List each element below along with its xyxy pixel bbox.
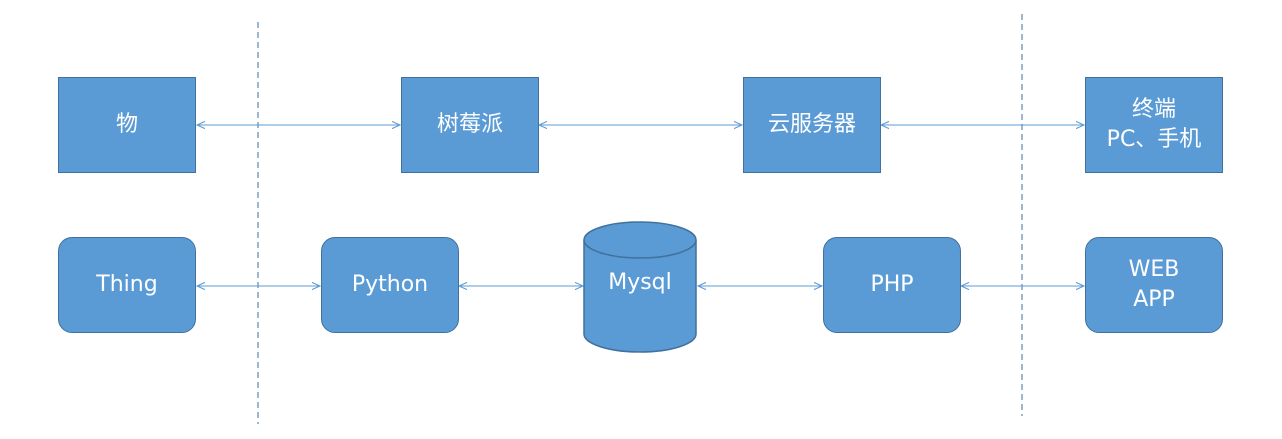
node-terminal[interactable]: 终端 PC、手机 [1085,77,1223,173]
node-php-label: PHP [870,272,914,297]
node-cloud-server[interactable]: 云服务器 [743,77,881,173]
node-thing-cn[interactable]: 物 [58,77,196,173]
node-cloud-server-label: 云服务器 [767,112,856,137]
mysql-cylinder-icon [583,221,697,353]
node-raspberry-pi-label: 树莓派 [436,112,503,137]
node-terminal-label-line2: PC、手机 [1106,127,1202,152]
node-python-label: Python [351,272,429,297]
node-thing[interactable]: Thing [58,237,196,333]
node-web-app-label-line1: WEB [1128,257,1180,282]
node-thing-cn-label: 物 [115,112,138,137]
node-php[interactable]: PHP [823,237,961,333]
node-python[interactable]: Python [321,237,459,333]
node-raspberry-pi[interactable]: 树莓派 [401,77,539,173]
node-mysql-label-text: Mysql [608,270,672,295]
node-web-app[interactable]: WEB APP [1085,237,1223,333]
node-mysql-label[interactable]: Mysql [583,268,697,298]
node-thing-label: Thing [96,272,158,297]
node-terminal-label-line1: 终端 [1131,97,1176,122]
node-web-app-label-line2: APP [1133,287,1175,312]
